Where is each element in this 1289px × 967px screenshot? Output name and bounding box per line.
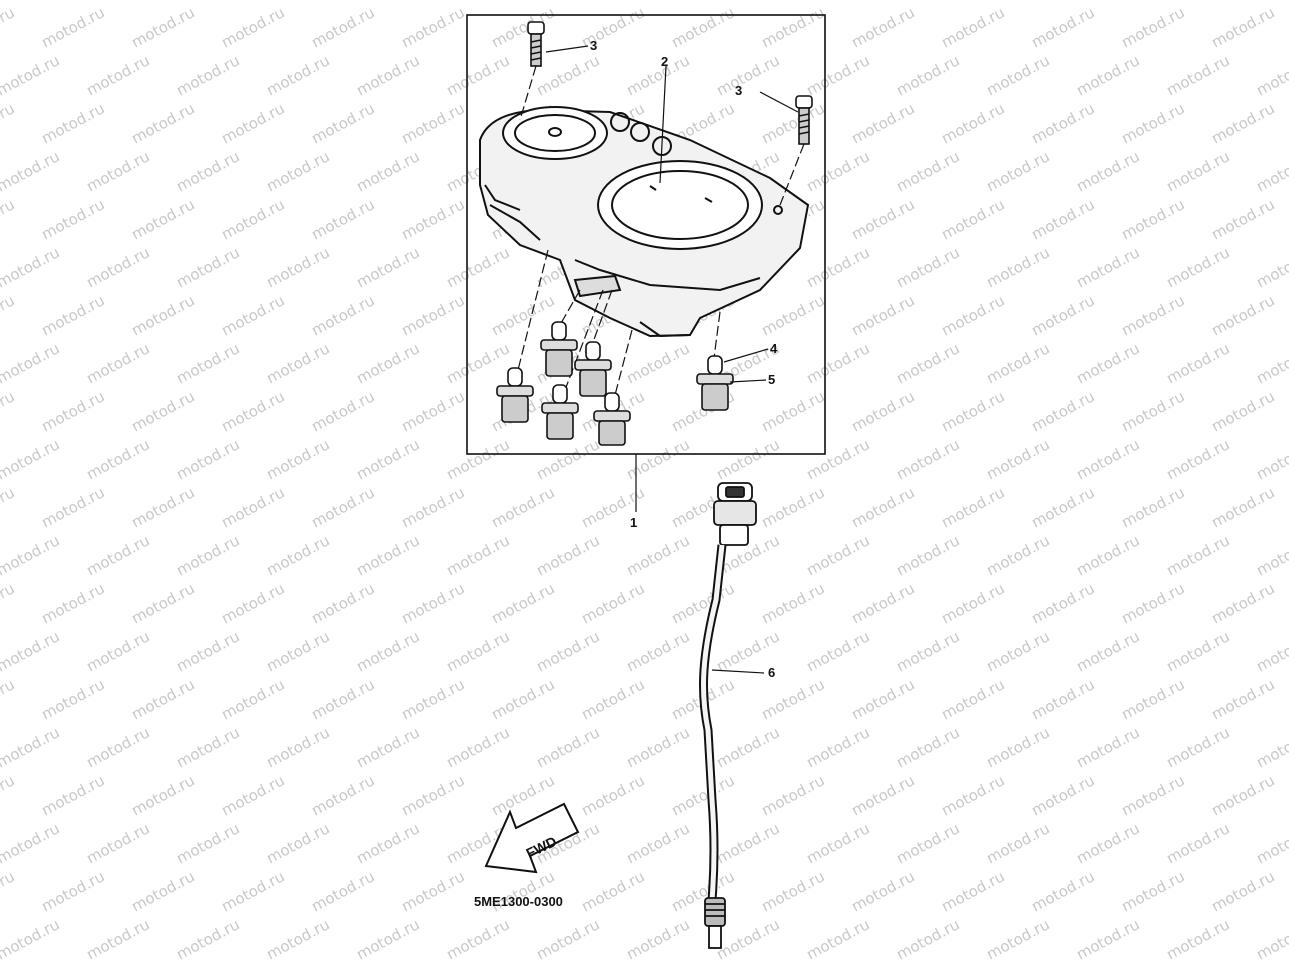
forward-arrow: FWD xyxy=(484,802,580,874)
bulb-socket xyxy=(496,367,534,423)
callout-1: 1 xyxy=(630,515,637,530)
callout-6: 6 xyxy=(768,665,775,680)
assembly-frame xyxy=(466,14,826,455)
bulb-socket xyxy=(696,355,734,411)
callout-5: 5 xyxy=(768,372,775,387)
callout-3-right: 3 xyxy=(735,83,742,98)
assembly-lines xyxy=(517,65,805,396)
bulb-socket xyxy=(540,321,578,377)
meter-assembly xyxy=(479,106,810,338)
screw-left xyxy=(527,21,545,67)
bulb-socket xyxy=(541,384,579,440)
bulb-socket xyxy=(593,392,631,446)
leader-lines xyxy=(545,45,799,674)
speedometer-cable xyxy=(699,482,757,949)
diagram-part-number: 5ME1300-0300 xyxy=(474,894,563,909)
callout-4: 4 xyxy=(770,341,778,356)
bulb-sockets xyxy=(496,321,734,446)
screw-right xyxy=(795,95,813,145)
callout-2: 2 xyxy=(661,54,668,69)
callout-3-left: 3 xyxy=(590,38,597,53)
bulb-socket xyxy=(574,341,612,397)
